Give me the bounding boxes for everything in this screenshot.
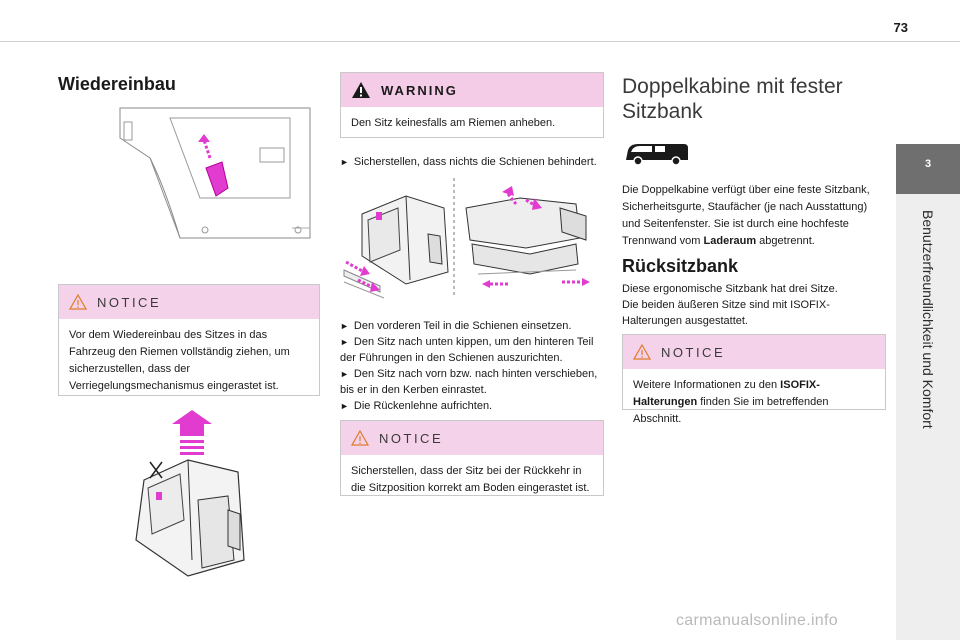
notice-text: Sicherstellen, dass der Sitz bei der Rüc… xyxy=(351,465,590,494)
list-item: ►Den Sitz nach unten kippen, um den hint… xyxy=(340,336,594,364)
subheading-rear-bench: Rücksitzbank xyxy=(622,256,739,276)
section-heading-double-cab: Doppelkabine mit fester Sitzbank xyxy=(622,75,843,123)
watermark: carmanualsonline.info xyxy=(676,612,838,629)
warning-header: WARNING xyxy=(341,73,603,107)
chapter-tab-marker xyxy=(896,144,960,194)
step-list: ►Den vorderen Teil in die Schienen einse… xyxy=(340,318,604,414)
warning-text: Den Sitz keinesfalls am Riemen anheben. xyxy=(351,117,556,129)
bench-paragraph: Diese ergonomische Sitzbank hat drei Sit… xyxy=(622,283,838,327)
arrow-right-icon: ► xyxy=(340,157,349,167)
warning-triangle-icon xyxy=(351,430,369,446)
warning-triangle-icon xyxy=(69,294,87,310)
chapter-number: 3 xyxy=(924,158,932,170)
list-item: ►Den vorderen Teil in die Schienen einse… xyxy=(340,320,572,332)
notice-text: Vor dem Wiedereinbau des Sitzes in das F… xyxy=(69,329,290,392)
arrow-right-icon: ► xyxy=(340,321,349,331)
notice-text: Weitere Informationen zu den ISOFIX-Halt… xyxy=(633,379,829,425)
notice-title: NOTICE xyxy=(661,344,726,360)
notice-box-right: NOTICE Weitere Informationen zu den ISOF… xyxy=(622,334,886,425)
warning-title: WARNING xyxy=(381,82,458,98)
arrow-right-icon: ► xyxy=(340,369,349,379)
list-item: ►Die Rückenlehne aufrichten. xyxy=(340,400,493,412)
notice-title: NOTICE xyxy=(379,430,444,446)
chapter-tab xyxy=(896,194,960,640)
section-heading-reinstall: Wiedereinbau xyxy=(58,74,176,94)
van-icon xyxy=(626,144,688,166)
header-rule xyxy=(0,41,960,42)
seat-lift-illustration xyxy=(135,410,245,577)
list-item: ►Den Sitz nach vorn bzw. nach hinten ver… xyxy=(340,368,598,396)
isofix-link: ISOFIX-Halterungen xyxy=(633,379,820,408)
seat-rail-insert-illustration xyxy=(343,178,590,299)
notice-header: NOTICE xyxy=(623,335,885,369)
notice-header: NOTICE xyxy=(59,285,319,319)
notice-box-left: NOTICE Vor dem Wiedereinbau des Sitzes i… xyxy=(58,284,320,396)
chapter-title: Benutzerfreundlichkeit und Komfort xyxy=(920,210,936,429)
seat-strap-illustration xyxy=(119,107,311,239)
notice-box-middle: NOTICE Sicherstellen, dass der Sitz bei … xyxy=(340,420,604,496)
warning-box: WARNING Den Sitz keinesfalls am Riemen a… xyxy=(340,72,604,138)
warning-triangle-icon xyxy=(352,82,370,98)
warning-triangle-icon xyxy=(633,344,651,360)
arrow-right-icon: ► xyxy=(340,401,349,411)
step-check-rails: ►Sicherstellen, dass nichts die Schienen… xyxy=(340,156,597,168)
notice-header: NOTICE xyxy=(341,421,603,455)
notice-title: NOTICE xyxy=(97,294,162,310)
intro-paragraph: Die Doppelkabine verfügt über eine feste… xyxy=(622,184,870,247)
arrow-right-icon: ► xyxy=(340,337,349,347)
page-number: 73 xyxy=(893,20,908,35)
